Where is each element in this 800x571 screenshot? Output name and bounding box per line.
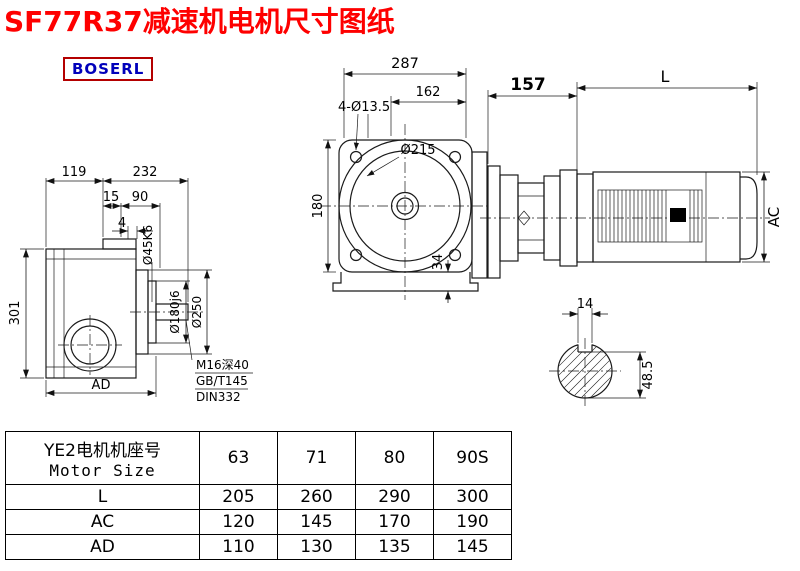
table-row-AC: AC 120 145 170 190 [5, 509, 512, 535]
shaft-section: 14 48.5 [549, 297, 656, 406]
dim-34-label: 34 [431, 254, 446, 271]
dim-4-label: 4 [118, 216, 126, 231]
table-header-en: Motor Size [49, 461, 156, 480]
L-value-3: 290 [355, 484, 434, 510]
dimension-4: 4 [112, 216, 153, 239]
motor-size-table: YE2电机机座号 Motor Size 63 71 80 90S L 205 2… [5, 431, 512, 560]
thread-note-line3: DIN332 [196, 390, 241, 404]
table-header-row: YE2电机机座号 Motor Size 63 71 80 90S [5, 431, 512, 485]
dimension-14: 14 [562, 297, 608, 343]
row-label-L: L [5, 484, 200, 510]
dimension-spigot-diameter: Ø180j6 [156, 280, 190, 344]
motor-cooling-fins [601, 190, 699, 242]
AC-value-3: 170 [355, 509, 434, 535]
dimension-232: 232 [103, 165, 188, 184]
table-header-cn: YE2电机机座号 [44, 441, 161, 461]
dim-bolt-holes-label: 4-Ø13.5 [338, 100, 390, 115]
dim-301-label: 301 [8, 301, 23, 326]
dimension-34: 34 [431, 254, 451, 303]
terminal-box [670, 208, 686, 222]
dimension-bore: Ø215 [366, 143, 436, 177]
dimension-162: 162 [390, 85, 466, 136]
L-value-2: 260 [277, 484, 356, 510]
thread-note-line1: M16深40 [196, 358, 249, 372]
table-row-AD: AD 110 130 135 145 [5, 534, 512, 560]
AC-value-2: 145 [277, 509, 356, 535]
dim-shaft-label: Ø45K6 [141, 225, 155, 265]
row-label-AD: AD [5, 534, 200, 560]
dim-flange-label: Ø250 [190, 296, 204, 328]
AD-value-4: 145 [433, 534, 512, 560]
side-view: 157 L AC [480, 67, 783, 279]
dim-287-label: 287 [391, 56, 419, 72]
AD-value-2: 130 [277, 534, 356, 560]
AC-value-4: 190 [433, 509, 512, 535]
dimension-shaft-diameter: Ø45K6 [141, 225, 155, 302]
dim-232-label: 232 [133, 165, 158, 180]
dimension-287: 287 [343, 56, 467, 138]
motor-size-col-1: 63 [199, 431, 278, 485]
dim-180-label: 180 [311, 194, 326, 219]
shaft-hatching [558, 344, 612, 398]
dim-48-5-label: 48.5 [641, 361, 656, 390]
dimension-AC: AC [742, 171, 783, 263]
table-row-L: L 205 260 290 300 [5, 484, 512, 510]
L-value-4: 300 [433, 484, 512, 510]
table-header-cell: YE2电机机座号 Motor Size [5, 431, 200, 485]
front-view-outline [320, 124, 490, 300]
dim-L-label: L [661, 67, 670, 86]
dim-spigot-label: Ø180j6 [168, 290, 182, 333]
dimension-L: L [577, 67, 758, 175]
dim-119-label: 119 [62, 165, 87, 180]
dim-90-label: 90 [132, 190, 149, 205]
dimension-48-5: 48.5 [585, 351, 656, 399]
page-title: SF77R37减速机电机尺寸图纸 [4, 5, 395, 38]
left-view: 119 232 15 90 4 [8, 165, 253, 404]
dimension-119: 119 [45, 165, 189, 302]
motor-size-col-4: 90S [433, 431, 512, 485]
motor-size-col-2: 71 [277, 431, 356, 485]
dim-bore-label: Ø215 [400, 143, 435, 158]
dim-157-label: 157 [510, 75, 546, 95]
L-value-1: 205 [199, 484, 278, 510]
front-view: 287 162 4-Ø13.5 Ø215 180 [311, 56, 490, 303]
left-view-outline [45, 238, 206, 379]
dimension-90: 90 [121, 190, 161, 268]
dimension-AD: AD [45, 356, 157, 397]
thread-note: M16深40 GB/T145 DIN332 [185, 319, 253, 404]
dimension-301: 301 [8, 248, 44, 379]
dim-15-label: 15 [103, 190, 120, 205]
dimension-flange-diameter: Ø250 [148, 269, 212, 355]
dimension-bolt-holes: 4-Ø13.5 [338, 100, 390, 151]
dimension-157: 157 [487, 75, 578, 172]
AD-value-1: 110 [199, 534, 278, 560]
AC-value-1: 120 [199, 509, 278, 535]
brand-logo: BOSERL [63, 57, 154, 81]
dim-AD-label: AD [92, 378, 111, 393]
dimension-180: 180 [311, 139, 336, 273]
side-view-outline [480, 165, 770, 279]
motor-size-col-3: 80 [355, 431, 434, 485]
dim-162-label: 162 [416, 85, 441, 100]
dim-AC-label: AC [765, 207, 783, 227]
row-label-AC: AC [5, 509, 200, 535]
dim-14-label: 14 [577, 297, 594, 312]
AD-value-3: 135 [355, 534, 434, 560]
thread-note-line2: GB/T145 [196, 374, 248, 388]
